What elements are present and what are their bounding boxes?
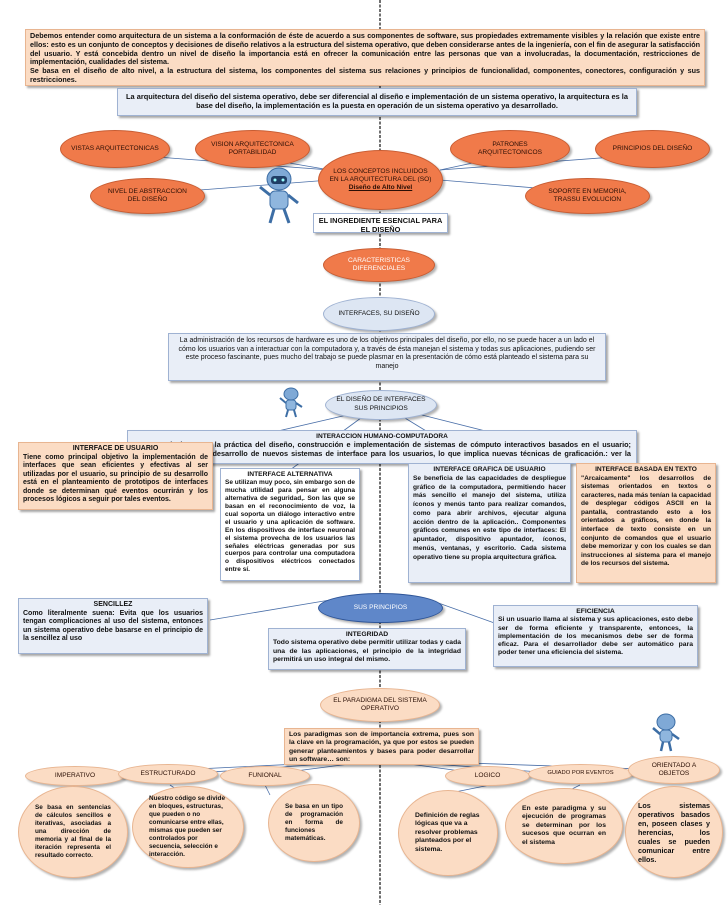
desc-funcional-text: Se basa en un tipo de programación en fo… — [285, 803, 343, 842]
interface-usuario-text: Tiene como principal objetivo la impleme… — [23, 453, 208, 504]
oval-interfaces-principios: EL DISEÑO DE INTERFACES SUS PRINCIPIOS — [325, 390, 437, 420]
architecture-note-text: La arquitectura del diseño del sistema o… — [126, 92, 628, 111]
desc-estructurado: Nuestro código se divide en bloques, est… — [132, 786, 244, 868]
central-concepts-sub: Diseño de Alto Nivel — [348, 184, 413, 192]
desc-objetos: Los sistemas operativos basados en, pose… — [625, 786, 723, 878]
oval-logico: LOGICO — [445, 766, 530, 786]
oval-nivel-label: NIVEL DE ABSTRACCION DEL DISEÑO — [108, 187, 187, 203]
oval-imperativo: IMPERATIVO — [25, 766, 125, 786]
objetos-label: ORIENTADO A OBJETOS — [651, 761, 697, 777]
oval-soporte: SOPORTE EN MEMORIA, TRASSU EVOLUCION — [525, 178, 650, 214]
eficiencia-text: Si un usuario llama al sistema y sus apl… — [498, 616, 693, 657]
interfaces-description: La administración de los recursos de har… — [168, 333, 606, 381]
oval-vistas-label: VISTAS ARQUITECTONICAS — [71, 144, 159, 152]
interface-alternativa-box: INTERFACE ALTERNATIVA Se utilizan muy po… — [220, 468, 360, 581]
intro-box: Debemos entender como arquitectura de un… — [25, 29, 705, 86]
estructurado-label: ESTRUCTURADO — [140, 769, 196, 777]
paradigma-label: EL PARADIGMA DEL SISTEMA OPERATIVO — [333, 696, 427, 712]
oval-principios-diseno: PRINCIPIOS DEL DISEÑO — [595, 130, 710, 168]
desc-imperativo: Se basa en sentencias de cálculos sencil… — [18, 786, 128, 878]
oval-interfaces: INTERFACES, SU DISEÑO — [323, 297, 435, 331]
interface-alternativa-text: Se utilizan muy poco, sin embargo son de… — [225, 479, 355, 574]
oval-patrones-label: PATRONES ARQUITECTONICOS — [478, 140, 542, 156]
imperativo-label: IMPERATIVO — [54, 771, 96, 779]
oval-estructurado: ESTRUCTURADO — [118, 764, 218, 784]
oval-vision-label: VISION ARQUITECTONICA PORTABILIDAD — [211, 140, 294, 156]
oval-patrones: PATRONES ARQUITECTONICOS — [450, 130, 570, 168]
interface-texto-text: "Arcaicamente" los desarrollos de sistem… — [581, 474, 711, 568]
oval-paradigma: EL PARADIGMA DEL SISTEMA OPERATIVO — [320, 688, 440, 722]
interface-texto-title: INTERFACE BASADA EN TEXTO — [595, 466, 697, 473]
ingrediente-box: EL INGREDIENTE ESENCIAL PARA EL DISEÑO — [313, 213, 448, 233]
interfaces-principios-label: EL DISEÑO DE INTERFACES SUS PRINCIPIOS — [336, 396, 426, 412]
eficiencia-title: EFICIENCIA — [576, 608, 615, 615]
interfaces-description-text: La administración de los recursos de har… — [178, 337, 596, 370]
eficiencia-box: EFICIENCIA Si un usuario llama al sistem… — [493, 605, 698, 667]
intro-line-2: Se basa en el diseño de alto nivel, a la… — [30, 66, 700, 84]
interface-usuario-title: INTERFACE DE USUARIO — [72, 445, 159, 452]
central-concepts-label: LOS CONCEPTOS INCLUIDOS EN LA ARQUITECTU… — [329, 167, 432, 183]
interface-texto-box: INTERFACE BASADA EN TEXTO "Arcaicamente"… — [576, 463, 716, 583]
oval-funcional: FUNIONAL — [220, 766, 310, 786]
caracteristicas-label: CARACTERISTICAS DIFERENCIALES — [348, 256, 410, 272]
oval-eventos: GUIADO POR EVENTOS — [528, 764, 633, 784]
sencillez-title: SENCILLEZ — [93, 601, 133, 608]
oval-vision: VISION ARQUITECTONICA PORTABILIDAD — [195, 130, 310, 168]
interface-grafica-text: Se beneficia de las capacidades de despl… — [413, 474, 566, 561]
interface-grafica-box: INTERFACE GRAFICA DE USUARIO Se benefici… — [408, 463, 571, 583]
interfaces-label: INTERFACES, SU DISEÑO — [338, 309, 420, 317]
interface-grafica-title: INTERFACE GRAFICA DE USUARIO — [433, 466, 546, 473]
robot-mascot-icon — [259, 167, 299, 224]
integridad-title: INTEGRIDAD — [345, 631, 389, 638]
ingrediente-text: EL INGREDIENTE ESENCIAL PARA EL DISEÑO — [318, 216, 443, 233]
desc-eventos: En este paradigma y su ejecución de prog… — [505, 788, 623, 864]
integridad-text: Todo sistema operativo debe permitir uti… — [273, 639, 461, 663]
oval-principios-diseno-label: PRINCIPIOS DEL DISEÑO — [612, 144, 693, 152]
desc-imperativo-text: Se basa en sentencias de cálculos sencil… — [35, 804, 111, 859]
oval-caracteristicas: CARACTERISTICAS DIFERENCIALES — [323, 248, 435, 282]
desc-objetos-text: Los sistemas operativos basados en, pose… — [638, 800, 710, 864]
oval-objetos: ORIENTADO A OBJETOS — [628, 756, 720, 784]
desc-funcional: Se basa en un tipo de programación en fo… — [268, 784, 360, 862]
oval-soporte-label: SOPORTE EN MEMORIA, TRASSU EVOLUCION — [548, 187, 627, 203]
interface-usuario-box: INTERFACE DE USUARIO Tiene como principa… — [18, 442, 213, 510]
eventos-label: GUIADO POR EVENTOS — [547, 770, 614, 777]
desc-logico: Definición de reglas lógicas que va a re… — [398, 790, 498, 876]
sencillez-box: SENCILLEZ Como literalmente suena: Evita… — [18, 598, 208, 654]
oval-nivel: NIVEL DE ABSTRACCION DEL DISEÑO — [90, 178, 205, 214]
sencillez-text: Como literalmente suena: Evita que los u… — [23, 609, 203, 643]
architecture-note: La arquitectura del diseño del sistema o… — [117, 88, 637, 116]
oval-vistas: VISTAS ARQUITECTONICAS — [60, 130, 170, 168]
desc-logico-text: Definición de reglas lógicas que va a re… — [415, 811, 480, 853]
hci-title: INTERACCION HUMANO-COMPUTADORA — [316, 433, 448, 440]
paradigma-text: Los paradigmas son de importancia extrem… — [289, 731, 474, 763]
intro-line-1: Debemos entender como arquitectura de un… — [30, 31, 700, 67]
robot-bottom-icon — [652, 713, 680, 752]
oval-sus-principios: SUS PRINCIPIOS — [318, 593, 443, 623]
logico-label: LOGICO — [474, 771, 501, 779]
paradigma-box: Los paradigmas son de importancia extrem… — [284, 728, 479, 765]
oval-central-concepts: LOS CONCEPTOS INCLUIDOS EN LA ARQUITECTU… — [318, 150, 443, 210]
funcional-label: FUNIONAL — [248, 771, 282, 779]
sus-principios-label: SUS PRINCIPIOS — [353, 603, 408, 611]
desc-estructurado-text: Nuestro código se divide en bloques, est… — [149, 795, 225, 858]
interface-alternativa-title: INTERFACE ALTERNATIVA — [247, 471, 333, 478]
robot-small-icon — [279, 387, 303, 418]
desc-eventos-text: En este paradigma y su ejecución de prog… — [522, 804, 606, 846]
integridad-box: INTEGRIDAD Todo sistema operativo debe p… — [268, 628, 466, 670]
